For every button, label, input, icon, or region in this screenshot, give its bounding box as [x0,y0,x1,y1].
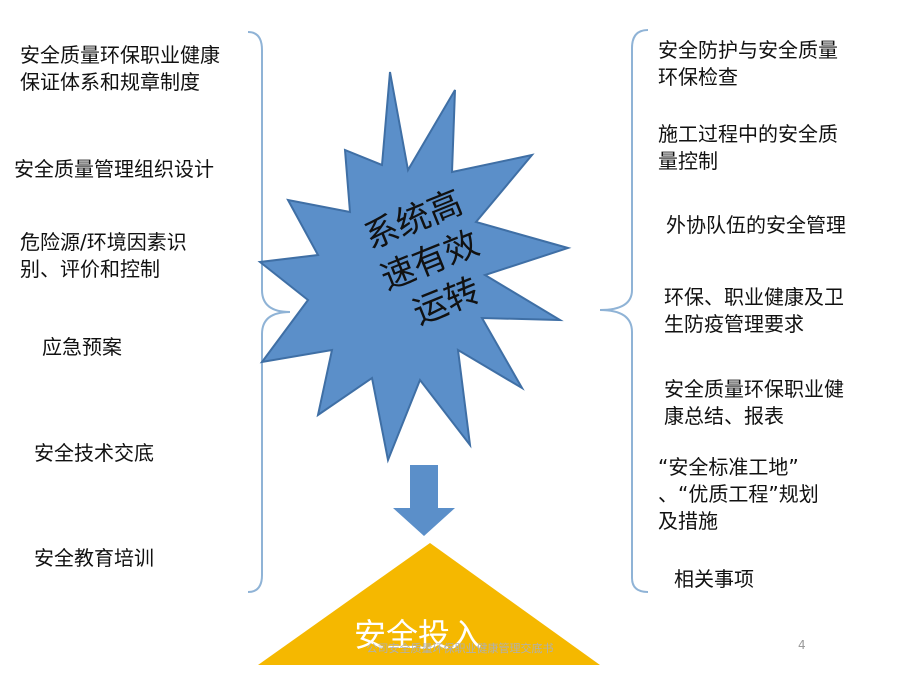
right-item: 安全质量环保职业健 康总结、报表 [664,377,844,428]
left-item: 安全质量管理组织设计 [14,157,214,181]
right-item: 相关事项 [674,567,754,591]
starburst-shape [257,71,572,464]
left-item: 安全教育培训 [34,546,154,570]
right-item: 安全防护与安全质量 环保检查 [658,38,838,89]
down-arrow [393,465,455,536]
right-bracket [599,29,649,593]
right-item: “安全标准工地” 、“优质工程”规划 及措施 [658,455,819,533]
left-item: 应急预案 [42,335,122,359]
left-item: 安全质量环保职业健康 保证体系和规章制度 [20,43,220,94]
left-bracket [247,31,291,593]
right-item: 外协队伍的安全管理 [666,213,846,237]
page-number: 4 [798,638,806,652]
base-triangle [258,543,600,665]
right-item: 环保、职业健康及卫 生防疫管理要求 [664,285,844,336]
right-item: 施工过程中的安全质 量控制 [658,122,838,173]
base-label: 安全投入 [353,616,482,654]
footer-text: 公司安全质量环保职业健康管理交底书 [366,642,554,655]
left-item: 安全技术交底 [34,441,154,465]
left-item: 危险源/环境因素识 别、评价和控制 [20,230,187,281]
